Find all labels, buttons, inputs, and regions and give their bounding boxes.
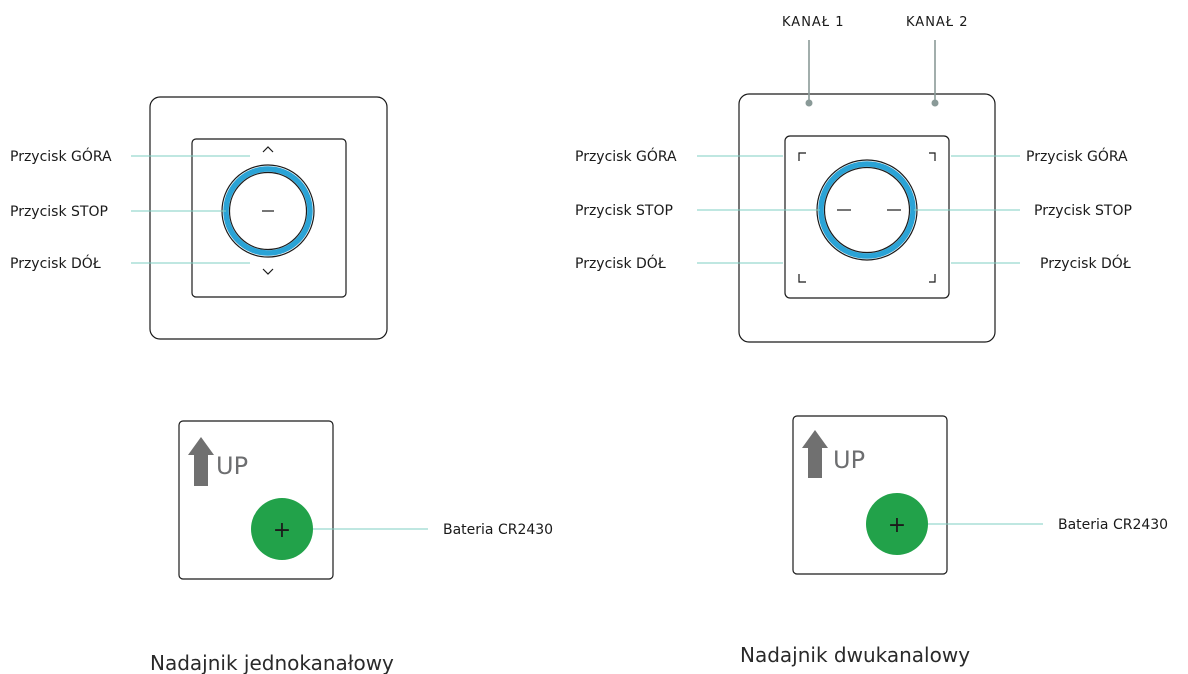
dual-battery-plus: + <box>888 513 906 538</box>
single-channel-transmitter: Przycisk GÓRA Przycisk STOP Przycisk DÓŁ… <box>10 96 553 674</box>
dual-channel-2-label: KANAŁ 2 <box>906 15 969 30</box>
dual-corner-top-right <box>929 152 936 161</box>
dual-caption: Nadajnik dwukanalowy <box>740 643 970 667</box>
dual-battery-label: Bateria CR2430 <box>1058 517 1168 533</box>
dual-channel-1-label: KANAŁ 1 <box>782 15 845 30</box>
dual-up-text: UP <box>833 446 865 474</box>
dual-label-left-stop: Przycisk STOP <box>575 203 673 219</box>
single-caption: Nadajnik jednokanałowy <box>150 651 394 674</box>
single-battery-plus: + <box>273 518 291 543</box>
dual-channel-1-led <box>805 99 813 107</box>
dual-label-right-down: Przycisk DÓŁ <box>1040 254 1131 272</box>
chevron-up-icon <box>262 146 274 153</box>
dual-label-left-up: Przycisk GÓRA <box>575 147 677 165</box>
single-label-up: Przycisk GÓRA <box>10 147 112 165</box>
dual-label-right-up: Przycisk GÓRA <box>1026 147 1128 165</box>
dual-label-right-stop: Przycisk STOP <box>1034 203 1132 219</box>
single-battery-label: Bateria CR2430 <box>443 522 553 538</box>
arrow-up-icon <box>188 437 214 486</box>
dual-channel-2-led <box>931 99 939 107</box>
single-label-stop: Przycisk STOP <box>10 204 108 220</box>
arrow-up-icon <box>802 430 828 478</box>
single-up-text: UP <box>216 452 248 480</box>
dual-battery-cell <box>866 493 928 555</box>
dual-corner-bottom-right <box>929 274 936 283</box>
dual-button-ring-inner[interactable] <box>823 166 911 254</box>
single-battery-cell <box>251 498 313 560</box>
dual-channel-transmitter: KANAŁ 1 KANAŁ 2 Przycisk GÓRA Przycisk S… <box>575 15 1168 667</box>
dual-corner-bottom-left <box>798 274 806 283</box>
dual-label-left-down: Przycisk DÓŁ <box>575 254 666 272</box>
single-label-down: Przycisk DÓŁ <box>10 254 101 272</box>
chevron-down-icon <box>262 268 274 275</box>
dual-corner-top-left <box>798 152 806 161</box>
